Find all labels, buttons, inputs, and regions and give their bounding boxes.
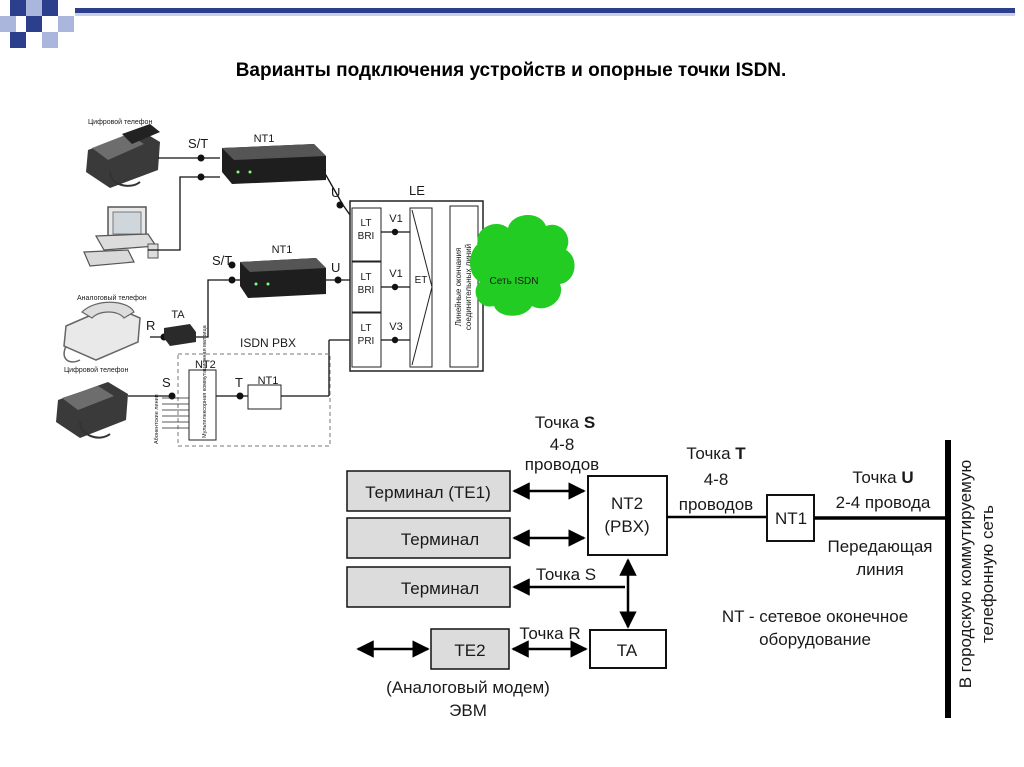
terminal-2-label: Терминал (401, 530, 479, 549)
te2-box (430, 628, 510, 670)
transmission-line-2: линия (856, 560, 904, 579)
wires-s-line1: 4-8 (550, 435, 575, 454)
lt-bri-1-line1: LT (361, 218, 372, 229)
device-label-digital-phone-2: Цифровой телефон (64, 366, 128, 374)
bottom-diagram: Точка S 4-8 проводов Терминал (TE1) Терм… (346, 413, 997, 720)
lt-bri-1-line2: BRI (358, 231, 375, 242)
computer-icon (83, 206, 159, 267)
ta-device (164, 324, 196, 346)
point-label-t: T (235, 375, 243, 390)
modem-line1: (Аналоговый модем) (386, 678, 550, 697)
terminal-te1-label: Терминал (TE1) (365, 483, 491, 502)
slide-title: Варианты подключения устройств и опорные… (236, 60, 787, 81)
terminal-te1-box (346, 470, 511, 512)
point-s-mid-label: Точка S (536, 565, 596, 584)
v3-label: V3 (389, 321, 402, 333)
point-label-u-1: U (331, 185, 340, 200)
modem-line2: ЭВМ (449, 701, 487, 720)
city-network-line2: телефонную сеть (978, 505, 997, 643)
nt2-pbx-line1: NT2 (611, 494, 643, 513)
ta-label-top: TA (171, 309, 185, 321)
lt-pri-line1: LT (361, 323, 372, 334)
isdn-pbx-box (177, 353, 331, 447)
nt2-matrix-box (188, 369, 217, 441)
digital-phone-icon (56, 382, 128, 439)
isdn-pbx-label: ISDN PBX (240, 336, 296, 350)
lt-pri-box (351, 312, 382, 368)
point-label-st-2: S/T (212, 253, 232, 268)
et-box (409, 207, 433, 368)
point-label-st-1: S/T (188, 136, 208, 151)
nt1-device-middle (240, 258, 326, 298)
nt1-small-box (247, 384, 282, 410)
point-u-label: Точка U (852, 468, 913, 487)
nt2-pbx-box (587, 475, 668, 556)
ta-box (589, 629, 667, 669)
lt-pri-line2: PRI (358, 336, 375, 347)
nt1-label: NT1 (775, 509, 807, 528)
ta-label: TA (617, 641, 638, 660)
nt1-box (766, 494, 815, 542)
analog-phone-icon (63, 301, 141, 363)
subscriber-lines-label: Абонентские линии (154, 394, 160, 444)
cloud-label: Сеть ISDN (490, 276, 539, 287)
point-label-s: S (162, 375, 171, 390)
lt-bri-2-line2: BRI (358, 285, 375, 296)
transmission-line-1: Передающая (828, 537, 933, 556)
digital-phone-icon (86, 124, 160, 188)
isdn-cloud: Сеть ISDN (470, 214, 575, 316)
connection-dots (160, 154, 344, 400)
terminal-2-box (346, 517, 511, 559)
top-bar (75, 8, 1015, 16)
nt1-top-label: NT1 (254, 133, 275, 145)
subscriber-lines (162, 397, 189, 429)
top-diagram: Цифровой телефон Аналоговый телефон Цифр… (56, 118, 575, 447)
nt-note-line2: оборудование (759, 630, 871, 649)
v1-a-label: V1 (389, 213, 402, 225)
terminal-3-box (346, 566, 511, 608)
line-termination-line1: Линейные окончания (454, 248, 463, 327)
nt2-pbx-line2: (PBX) (604, 517, 649, 536)
nt1-device-top (222, 144, 326, 184)
et-arrow (411, 209, 433, 366)
nt2-label-top: NT2 (195, 359, 216, 371)
corner-decoration (0, 0, 74, 48)
point-s-label: Точка S (535, 413, 595, 432)
te2-label: TE2 (454, 641, 485, 660)
point-label-r: R (146, 318, 155, 333)
wires-t-line2: проводов (679, 495, 753, 514)
point-t-label: Точка T (686, 444, 746, 463)
device-label-analog-phone: Аналоговый телефон (77, 294, 147, 302)
city-network-line1: В городскую коммутируемую (956, 460, 975, 689)
point-r-label: Точка R (519, 624, 580, 643)
terminal-3-label: Терминал (401, 579, 479, 598)
device-label-digital-phone-1: Цифровой телефон (88, 118, 152, 126)
nt1-small-label: NT1 (258, 375, 279, 387)
v1-b-label: V1 (389, 268, 402, 280)
nt1-mid-label: NT1 (272, 244, 293, 256)
wires-u-label: 2-4 провода (836, 493, 931, 512)
le-label: LE (409, 183, 425, 198)
lt-bri-1-box (351, 207, 382, 262)
nt-note-line1: NT - сетевое оконечное (722, 607, 908, 626)
et-label: ET (415, 275, 428, 286)
point-label-u-2: U (331, 260, 340, 275)
line-termination-line2: соединительных линий (464, 244, 473, 330)
wires-t-line1: 4-8 (704, 470, 729, 489)
wires-s-line2: проводов (525, 455, 599, 474)
nt2-matrix-text: Мультилексорная коммутационная матрица (202, 324, 208, 438)
lt-bri-2-line1: LT (361, 272, 372, 283)
